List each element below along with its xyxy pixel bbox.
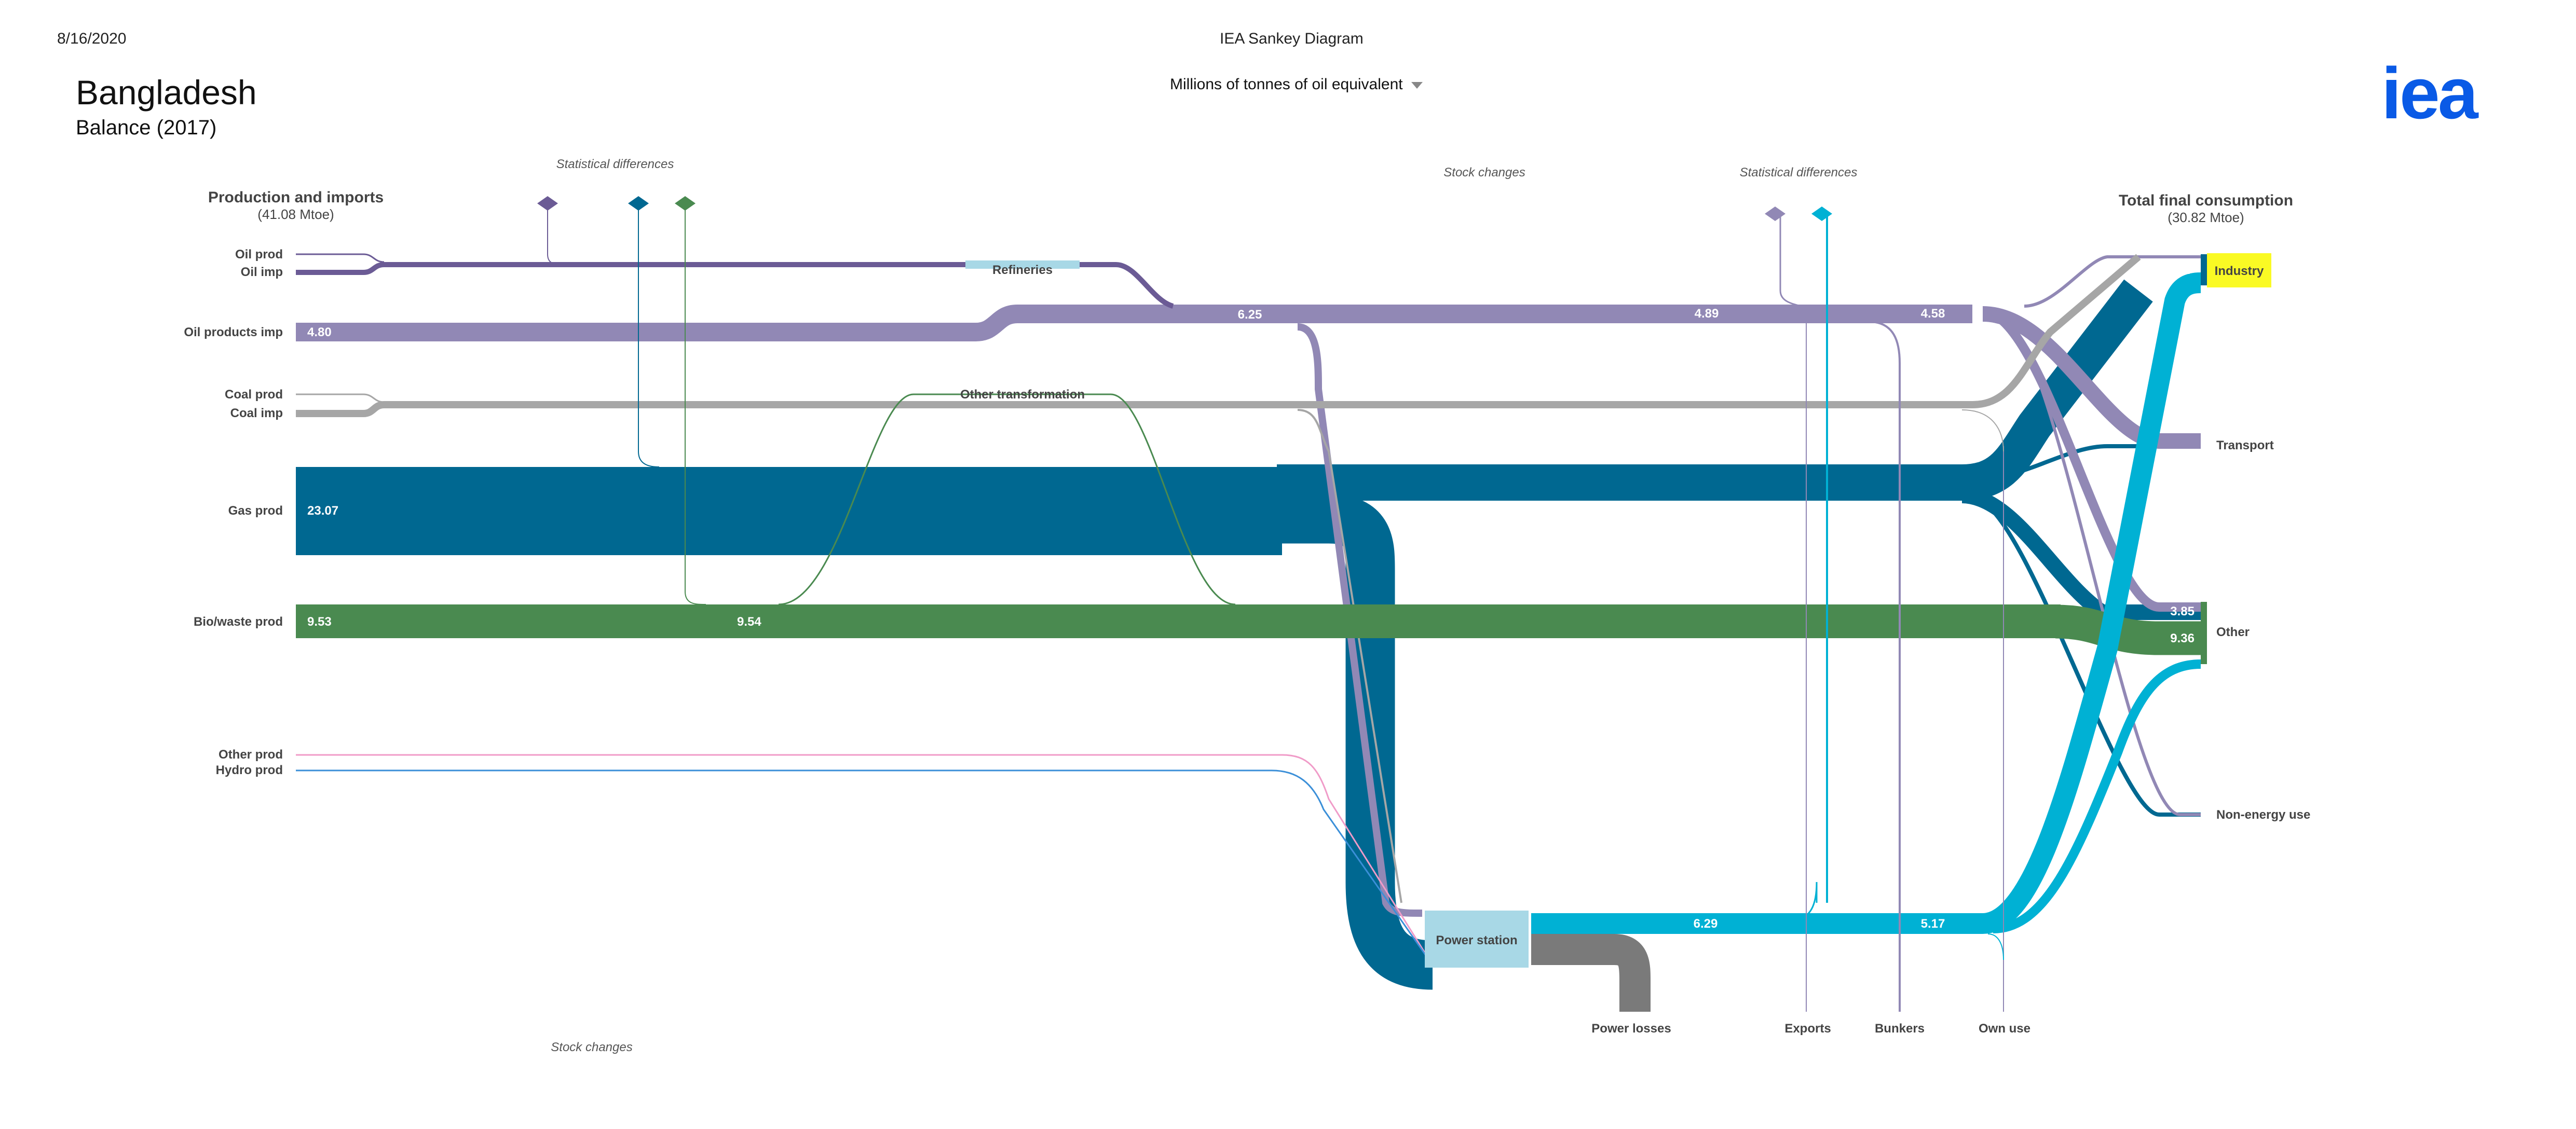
source-value-gas-prod: 23.07 (307, 504, 338, 518)
label-stock-changes-top: Stock changes (1443, 166, 1525, 180)
flow-gas-to-transport (1972, 444, 2201, 482)
flow-gas-to-nonenergy (1972, 496, 2201, 817)
flow-gas-to-other (1961, 488, 2201, 620)
right-total: (30.82 Mtoe) (2168, 210, 2244, 225)
sink-label-industry: Industry (2215, 264, 2264, 278)
source-label-oil-prod: Oil prod (235, 247, 283, 261)
report-date: 8/16/2020 (57, 30, 127, 47)
flow-other-prod (296, 754, 1434, 966)
connector-statdiff-bio-left (685, 205, 706, 605)
flow-coal-prod (296, 393, 385, 403)
sink-value-other-a: 3.85 (2170, 604, 2195, 618)
left-total: (41.08 Mtoe) (257, 206, 334, 222)
source-label-other-prod: Other prod (219, 748, 283, 762)
flow-value-elec-a: 6.29 (1694, 917, 1718, 931)
chevron-down-icon (1411, 81, 1423, 89)
country-title: Bangladesh (76, 73, 257, 112)
sink-label-power-losses: Power losses (1591, 1022, 1671, 1036)
flow-value-oil-b: 4.89 (1695, 307, 1719, 321)
industry-highlight[interactable] (2207, 253, 2271, 287)
flow-electricity-to-other (1993, 659, 2201, 933)
sink-value-industry: 3.87 (2169, 263, 2193, 277)
diamond-icon[interactable] (628, 196, 649, 211)
flow-electricity-exports (1795, 882, 1818, 919)
connector-other-transformation (778, 393, 1236, 605)
line-own-use-gas (1961, 409, 2004, 452)
diamond-icon[interactable] (1811, 206, 1832, 221)
flow-bio-source (296, 604, 2061, 638)
sink-label-exports: Exports (1784, 1022, 1831, 1036)
source-label-coal-prod: Coal prod (225, 388, 283, 402)
flow-oil-to-industry (2024, 255, 2201, 308)
flow-coal-to-power (1297, 409, 1402, 903)
flow-electricity (1531, 272, 2201, 934)
sink-label-other: Other (2216, 625, 2250, 639)
node-label-power-station: Power station (1436, 933, 1517, 947)
flow-oil-products (296, 305, 1972, 341)
source-label-gas-prod: Gas prod (228, 504, 283, 518)
source-label-coal-imp: Coal imp (230, 406, 283, 420)
flow-value-oil-a: 6.25 (1238, 308, 1262, 322)
page-subtitle: Balance (2017) (76, 116, 217, 139)
unit-selector-label: Millions of tonnes of oil equivalent (1170, 76, 1403, 93)
node-label-other-transformation: Other transformation (960, 388, 1085, 402)
flow-coal-imp (296, 254, 2141, 417)
line-own-use-elec (1987, 933, 2004, 960)
sink-label-own-use: Own use (1979, 1022, 2030, 1036)
unit-selector[interactable]: Millions of tonnes of oil equivalent (1170, 76, 1423, 93)
node-power-station[interactable] (1425, 911, 1529, 968)
flow-value-oil-c: 4.58 (1921, 307, 1945, 321)
connector-statdiff-gas-left (638, 205, 660, 467)
diamond-icon[interactable] (675, 196, 696, 211)
node-refineries[interactable] (965, 260, 1080, 269)
source-label-oil-imp: Oil imp (241, 265, 283, 279)
sink-bar-industry (2201, 254, 2207, 285)
flow-value-bio-mid: 9.54 (737, 615, 761, 629)
flow-gas-source (296, 467, 1282, 555)
source-value-bio-prod: 9.53 (307, 615, 332, 629)
flow-oil-prod (296, 253, 385, 263)
flow-oil-imp (296, 262, 1174, 309)
flow-power-losses (1531, 934, 1651, 1012)
flow-oil-to-power (1297, 323, 1423, 917)
source-value-oil-products-imp: 4.80 (307, 325, 332, 339)
node-label-refineries: Refineries (992, 263, 1053, 277)
left-heading: Production and imports (208, 189, 384, 206)
iea-logo-icon: iea (2381, 52, 2478, 134)
connector-statdiff-oil-right (1779, 213, 1802, 307)
line-bunkers (1868, 321, 1901, 1012)
sink-label-non-energy-use: Non-energy use (2216, 808, 2310, 822)
flow-oil-to-nonenergy (1998, 315, 2201, 816)
source-label-oil-products-imp: Oil products imp (184, 325, 283, 339)
sink-value-other-b: 9.36 (2170, 631, 2195, 645)
flow-value-elec-b: 5.17 (1921, 917, 1945, 931)
flow-oil-to-other (1982, 307, 2201, 612)
diamond-icon[interactable] (537, 196, 558, 211)
label-stat-diff-left: Statistical differences (556, 157, 674, 171)
diamond-icon[interactable] (1765, 206, 1786, 221)
sink-label-bunkers: Bunkers (1875, 1022, 1925, 1036)
flow-gas-direct (1277, 279, 2153, 501)
connector-statdiff-oil-left (547, 205, 566, 265)
label-stock-changes-bottom: Stock changes (551, 1040, 632, 1054)
source-label-bio-prod: Bio/waste prod (194, 615, 283, 629)
flow-hydro-prod (296, 769, 1434, 966)
sink-label-transport: Transport (2216, 438, 2274, 452)
sink-bar-other (2201, 602, 2207, 664)
label-stat-diff-right: Statistical differences (1740, 166, 1858, 180)
flow-gas-to-power (1277, 494, 1434, 990)
source-label-hydro-prod: Hydro prod (216, 763, 283, 777)
right-heading: Total final consumption (2119, 192, 2293, 209)
